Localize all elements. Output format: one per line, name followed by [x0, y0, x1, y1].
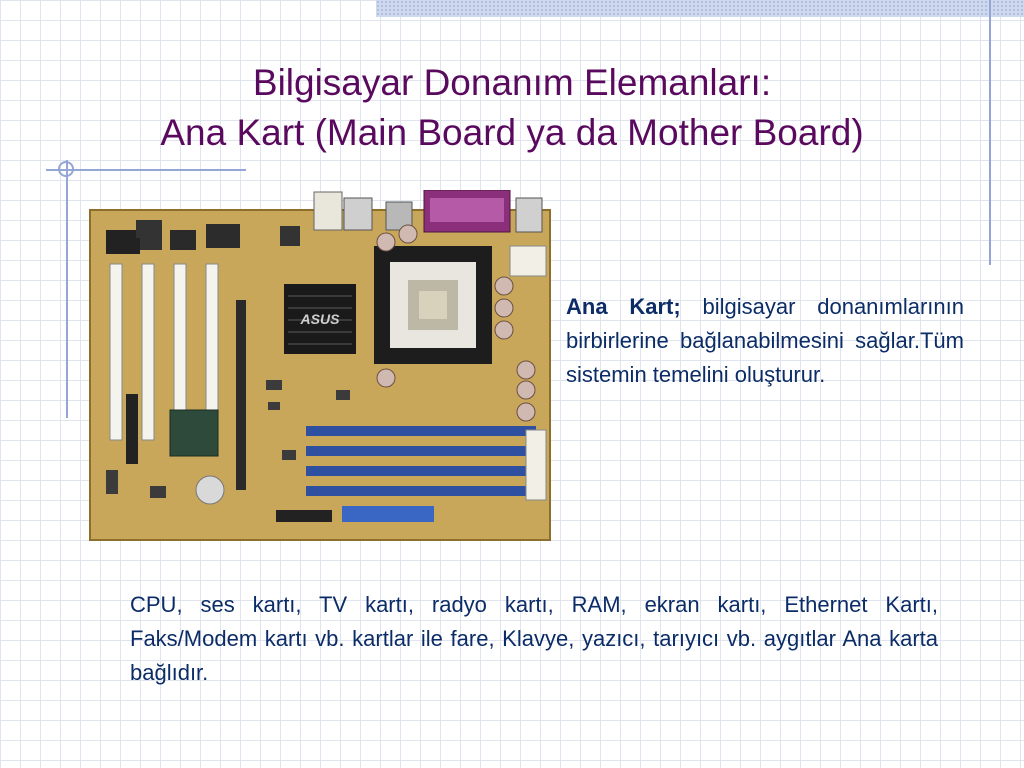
board-description: Ana Kart; bilgisayar donanımlarının birb…	[566, 290, 964, 392]
horizontal-rule	[46, 169, 246, 171]
rule-circle-ornament	[58, 161, 74, 177]
board-description-rest: bilgisayar donanımlarının birbirlerine b…	[566, 294, 964, 387]
heatsink-brand-label: ASUS	[300, 311, 341, 327]
connected-devices-paragraph: CPU, ses kartı, TV kartı, radyo kartı, R…	[130, 592, 938, 685]
motherboard-image: ASUS	[86, 189, 556, 550]
slide-title-line-1: Bilgisayar Donanım Elemanları:	[252, 62, 772, 103]
slide-title-line-2: Ana Kart (Main Board ya da Mother Board)	[160, 112, 864, 153]
board-description-lead: Ana Kart;	[566, 294, 681, 319]
slide-title: Bilgisayar Donanım Elemanları: Ana Kart …	[40, 58, 984, 158]
corner-decoration-band	[376, 0, 1024, 17]
left-vertical-rule	[66, 160, 68, 418]
right-vertical-rule	[989, 0, 991, 265]
